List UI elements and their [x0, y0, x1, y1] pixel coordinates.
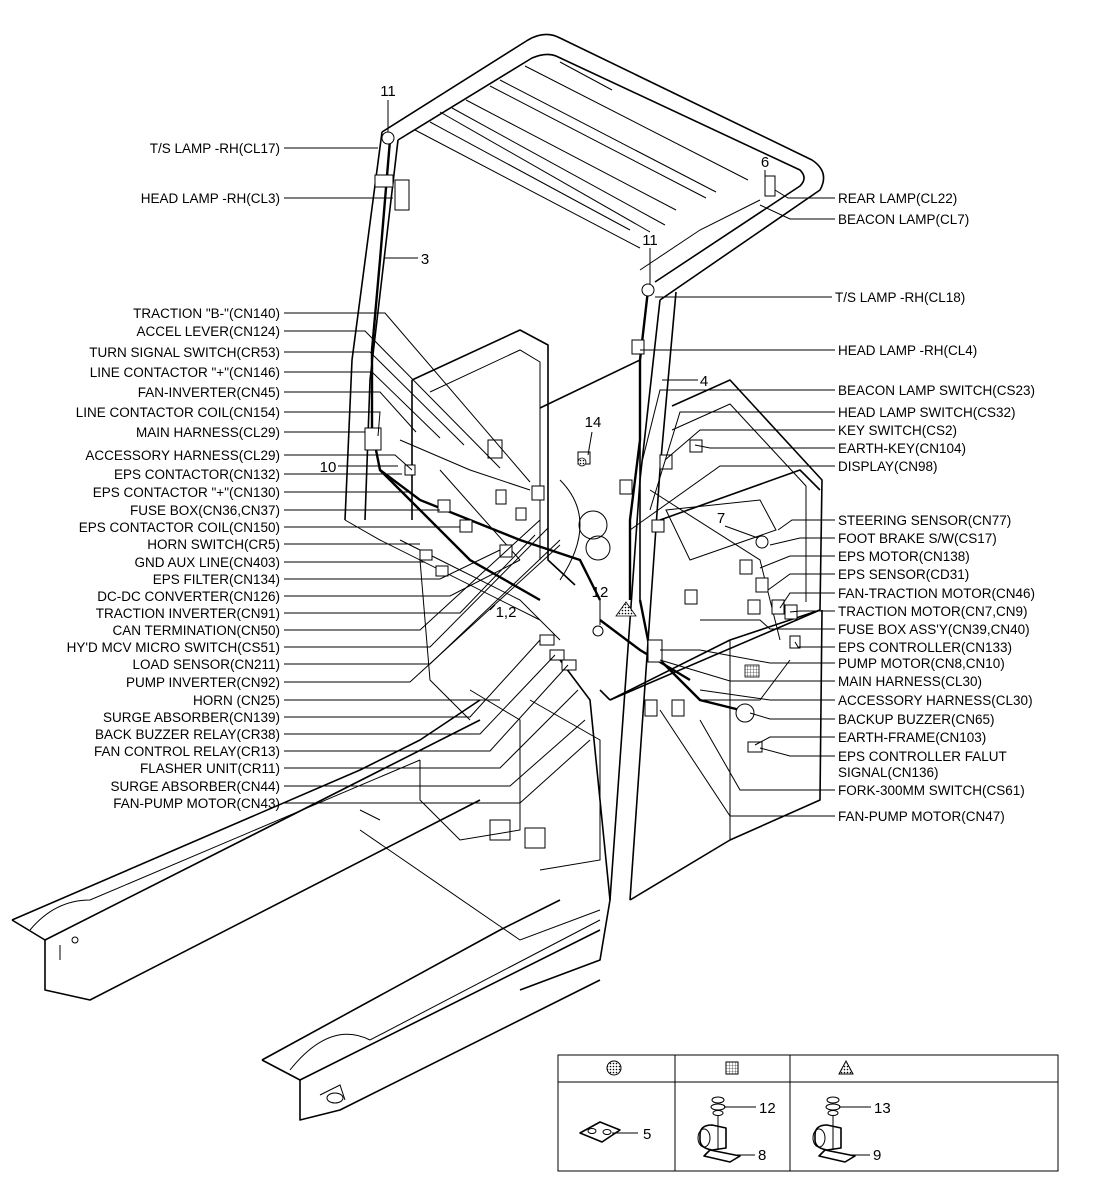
square-hatch-icon — [725, 1061, 739, 1075]
label-load-sensor-cn211: LOAD SENSOR(CN211) — [132, 657, 280, 672]
clip-part-drawing — [579, 1121, 638, 1143]
label-traction-inverter-cn91: TRACTION INVERTER(CN91) — [96, 606, 280, 621]
label-accessory-harness-cl30: ACCESSORY HARNESS(CL30) — [838, 693, 1033, 708]
label-accel-lever-cn124: ACCEL LEVER(CN124) — [136, 324, 280, 339]
label-eps-filter-cn134: EPS FILTER(CN134) — [153, 572, 280, 587]
label-eps-contactor-cn132: EPS CONTACTOR(CN132) — [114, 467, 280, 482]
label-fan-inverter-cn45: FAN-INVERTER(CN45) — [138, 385, 280, 400]
front-rails — [11, 699, 601, 1121]
parts-legend-table: 5 12 8 13 9 — [557, 1054, 1059, 1172]
connectors — [364, 131, 801, 753]
label-eps-contactor-coil-cn150: EPS CONTACTOR COIL(CN150) — [79, 520, 280, 535]
label-signal-cn136: SIGNAL(CN136) — [838, 765, 939, 780]
label-foot-brake-sw-cs17: FOOT BRAKE S/W(CS17) — [838, 531, 997, 546]
label-fan-pump-motor-cn43: FAN-PUMP MOTOR(CN43) — [113, 796, 280, 811]
label-fork-300mm-switch-cs61: FORK-300MM SWITCH(CS61) — [838, 783, 1025, 798]
forklift-frame-drawing — [11, 33, 825, 1121]
label-key-switch-cs2: KEY SWITCH(CS2) — [838, 423, 957, 438]
label-surge-absorber-cn139: SURGE ABSORBER(CN139) — [103, 710, 280, 725]
legend-part-9: 9 — [873, 1147, 881, 1164]
label-gnd-aux-line-cn403: GND AUX LINE(CN403) — [134, 555, 280, 570]
callout-1-2: 1,2 — [496, 604, 517, 621]
label-ts-lamp-cl18: T/S LAMP -RH(CL18) — [835, 290, 965, 305]
callout-7: 7 — [717, 510, 725, 527]
label-fan-traction-motor-cn46: FAN-TRACTION MOTOR(CN46) — [838, 586, 1035, 601]
legend-part-13: 13 — [874, 1100, 891, 1117]
label-steering-sensor-cn77: STEERING SENSOR(CN77) — [838, 513, 1011, 528]
label-traction-motor-cn7-cn9: TRACTION MOTOR(CN7,CN9) — [838, 604, 1028, 619]
callout-4: 4 — [700, 373, 708, 390]
callout-6: 6 — [761, 154, 769, 171]
label-eps-motor-cn138: EPS MOTOR(CN138) — [838, 549, 970, 564]
label-pump-inverter-cn92: PUMP INVERTER(CN92) — [126, 675, 280, 690]
label-display-cn98: DISPLAY(CN98) — [838, 459, 938, 474]
label-earth-key-cn104: EARTH-KEY(CN104) — [838, 441, 966, 456]
label-back-buzzer-relay-cr38: BACK BUZZER RELAY(CR38) — [95, 727, 280, 742]
label-rear-lamp-cl22: REAR LAMP(CL22) — [838, 191, 957, 206]
legend-part-12: 12 — [759, 1100, 776, 1117]
pillars — [344, 131, 677, 901]
legend-part-5: 5 — [643, 1126, 651, 1143]
label-turn-signal-switch-cr53: TURN SIGNAL SWITCH(CR53) — [89, 345, 280, 360]
label-main-harness-cl29: MAIN HARNESS(CL29) — [136, 425, 280, 440]
label-line-contactor-plus-cn146: LINE CONTACTOR "+"(CN146) — [90, 365, 280, 380]
label-beacon-lamp-cl7: BEACON LAMP(CL7) — [838, 212, 969, 227]
label-fan-pump-motor-cn47: FAN-PUMP MOTOR(CN47) — [838, 809, 1005, 824]
callout-11-right: 11 — [642, 232, 658, 249]
bolt-clamp-drawing-a — [697, 1096, 756, 1163]
circle-hatch-icon — [606, 1060, 622, 1076]
label-hyd-mcv-micro-switch-cs51: HY'D MCV MICRO SWITCH(CS51) — [67, 640, 280, 655]
triangle-hatch-icon — [838, 1059, 854, 1075]
callout-3: 3 — [421, 251, 429, 268]
label-line-contactor-coil-cn154: LINE CONTACTOR COIL(CN154) — [76, 405, 280, 420]
label-fuse-box-cn36-cn37: FUSE BOX(CN36,CN37) — [130, 503, 280, 518]
label-earth-frame-cn103: EARTH-FRAME(CN103) — [838, 730, 986, 745]
label-fan-control-relay-cr13: FAN CONTROL RELAY(CR13) — [94, 744, 280, 759]
label-eps-controller-cn133: EPS CONTROLLER(CN133) — [838, 640, 1012, 655]
legend-part-8: 8 — [758, 1147, 766, 1164]
label-eps-contactor-plus-cn130: EPS CONTACTOR "+"(CN130) — [93, 485, 280, 500]
bolt-clamp-drawing-b — [812, 1096, 871, 1163]
label-can-termination-cn50: CAN TERMINATION(CN50) — [112, 623, 280, 638]
label-eps-sensor-cd31: EPS SENSOR(CD31) — [838, 567, 969, 582]
label-backup-buzzer-cn65: BACKUP BUZZER(CN65) — [838, 712, 995, 727]
callout-10: 10 — [320, 459, 337, 476]
label-pump-motor-cn8-cn10: PUMP MOTOR(CN8,CN10) — [838, 656, 1005, 671]
wire-harness-paths — [370, 139, 791, 712]
label-horn-switch-cr5: HORN SWITCH(CR5) — [147, 537, 280, 552]
leader-lines — [284, 100, 835, 817]
label-flasher-unit-cr11: FLASHER UNIT(CR11) — [140, 761, 280, 776]
label-ts-lamp-cl17: T/S LAMP -RH(CL17) — [150, 141, 280, 156]
label-head-lamp-cl4: HEAD LAMP -RH(CL4) — [838, 343, 977, 358]
callout-11-left: 11 — [380, 83, 396, 100]
label-main-harness-cl30: MAIN HARNESS(CL30) — [838, 674, 982, 689]
label-traction-b-cn140: TRACTION "B-"(CN140) — [133, 306, 280, 321]
right-labels: REAR LAMP(CL22) BEACON LAMP(CL7) T/S LAM… — [835, 191, 1035, 824]
label-horn-cn25: HORN (CN25) — [193, 693, 280, 708]
overhead-guard — [381, 33, 825, 301]
rear-body — [344, 329, 823, 991]
label-surge-absorber-cn44: SURGE ABSORBER(CN44) — [110, 779, 280, 794]
callout-numbers: 11 11 6 3 4 14 10 7 12 1,2 — [320, 83, 770, 621]
callout-14: 14 — [585, 414, 602, 431]
callout-12: 12 — [592, 584, 609, 601]
label-head-lamp-switch-cs32: HEAD LAMP SWITCH(CS32) — [838, 405, 1016, 420]
label-fuse-box-assy-cn39-cn40: FUSE BOX ASS'Y(CN39,CN40) — [838, 622, 1030, 637]
label-dc-dc-converter-cn126: DC-DC CONVERTER(CN126) — [97, 589, 280, 604]
label-eps-controller-falut: EPS CONTROLLER FALUT — [838, 749, 1007, 764]
label-accessory-harness-cl29: ACCESSORY HARNESS(CL29) — [85, 448, 280, 463]
label-beacon-lamp-switch-cs23: BEACON LAMP SWITCH(CS23) — [838, 383, 1035, 398]
label-head-lamp-cl3: HEAD LAMP -RH(CL3) — [141, 191, 280, 206]
left-labels: T/S LAMP -RH(CL17) HEAD LAMP -RH(CL3) TR… — [67, 141, 280, 811]
